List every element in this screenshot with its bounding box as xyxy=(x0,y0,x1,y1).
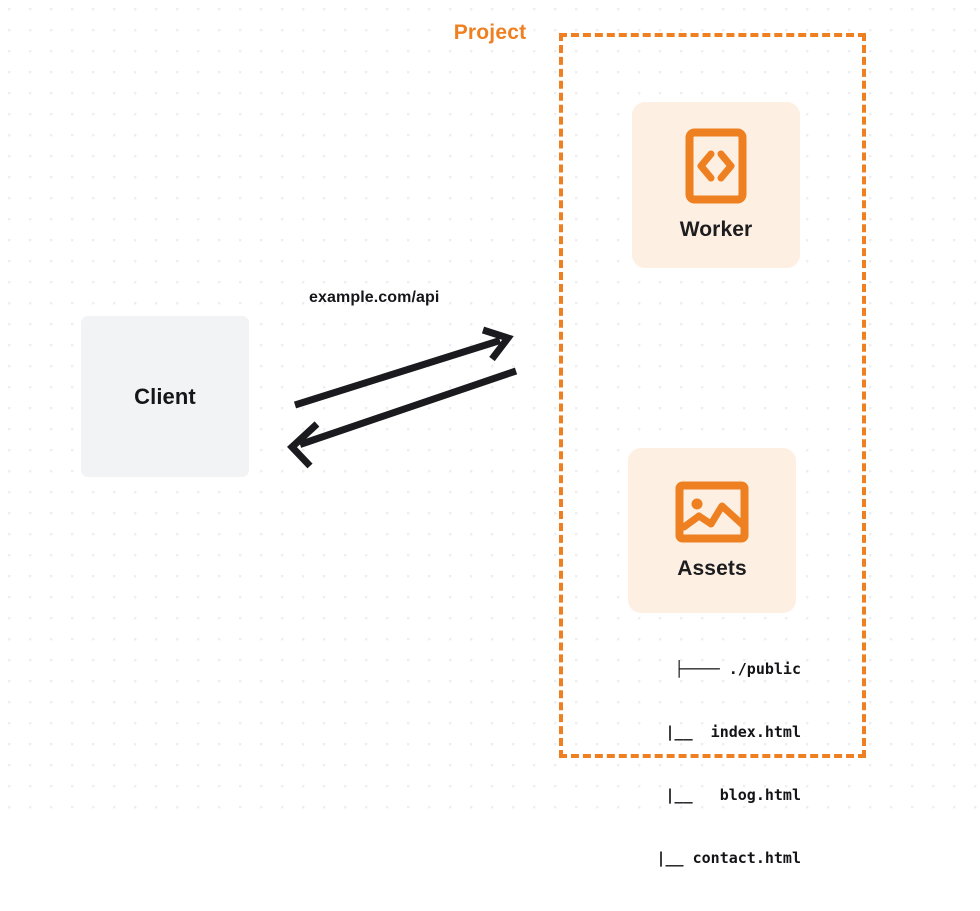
assets-card[interactable]: Assets xyxy=(628,448,796,613)
file-tree-row: ├──── ./public xyxy=(674,660,801,678)
file-tree-row: |__ contact.html xyxy=(620,849,801,867)
client-label: Client xyxy=(134,383,196,409)
diagram-canvas: Client example.com/api Project Worker xyxy=(0,0,980,867)
assets-file-tree: ├──── ./public |__ index.html |__ blog.h… xyxy=(608,617,801,911)
request-arrow xyxy=(293,326,514,409)
image-icon xyxy=(675,481,749,542)
client-node[interactable]: Client xyxy=(81,316,249,477)
endpoint-label: example.com/api xyxy=(309,289,440,306)
worker-card-label: Worker xyxy=(679,218,753,241)
worker-card[interactable]: Worker xyxy=(632,102,800,268)
assets-card-label: Assets xyxy=(677,556,747,580)
code-brackets-icon xyxy=(685,128,747,204)
project-title: Project xyxy=(446,21,534,45)
file-tree-row: |__ index.html xyxy=(629,723,801,741)
project-boundary xyxy=(559,33,866,758)
file-tree-row: |__ blog.html xyxy=(629,786,801,804)
response-arrow xyxy=(287,367,518,469)
